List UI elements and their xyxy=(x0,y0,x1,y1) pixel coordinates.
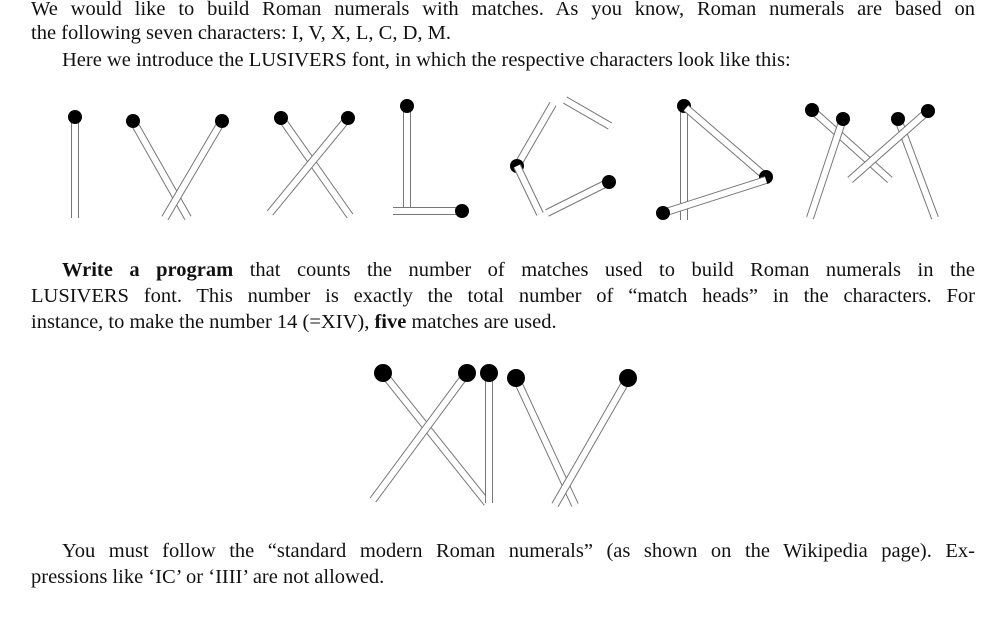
match-head-icon xyxy=(126,114,140,128)
match-C-0 xyxy=(510,101,557,173)
match-L-1 xyxy=(393,204,469,218)
task-text: that counts the number of matches used t… xyxy=(233,259,976,281)
match-C-2 xyxy=(513,164,544,216)
match-M-0 xyxy=(805,103,893,183)
example-match-0 xyxy=(374,364,491,506)
match-D-0 xyxy=(677,99,691,220)
match-M-1 xyxy=(806,112,850,220)
match-head-icon xyxy=(891,112,905,126)
example-match-2 xyxy=(480,364,498,503)
match-head-icon xyxy=(602,175,616,189)
match-X-0 xyxy=(274,111,354,219)
paragraph-task-line1: Write a program that counts the number o… xyxy=(31,258,975,282)
match-C-3 xyxy=(545,175,616,217)
paragraph-task-line3: instance, to make the number 14 (=XIV), … xyxy=(31,310,975,334)
example-match-1 xyxy=(369,364,476,503)
paragraph-rules-line1: You must follow the “standard modern Rom… xyxy=(62,540,975,562)
match-head-icon xyxy=(274,111,288,125)
match-head-icon xyxy=(480,364,498,382)
match-head-icon xyxy=(805,103,819,117)
match-head-icon xyxy=(656,206,670,220)
match-head-icon xyxy=(68,110,82,124)
paragraph-intro-line1: We would like to build Roman numerals wi… xyxy=(31,0,975,20)
paragraph-rules-line2: pressions like ‘IC’ or ‘IIII’ are not al… xyxy=(31,566,385,588)
match-head-icon xyxy=(400,99,414,113)
match-I-0 xyxy=(68,110,82,218)
match-head-icon xyxy=(921,104,935,118)
paragraph-intro-line2: the following seven characters: I, V, X,… xyxy=(31,22,451,44)
match-D-3 xyxy=(656,176,768,220)
paragraph-font-intro: Here we introduce the LUSIVERS font, in … xyxy=(62,49,791,71)
match-V-1 xyxy=(161,114,229,221)
match-head-icon xyxy=(455,204,469,218)
match-head-icon xyxy=(619,369,637,387)
match-head-icon xyxy=(341,111,355,125)
match-M-3 xyxy=(847,104,935,183)
match-D-1 xyxy=(683,104,769,181)
task-bold: Write a program xyxy=(62,259,234,281)
task-text: matches are used. xyxy=(406,311,557,333)
match-head-icon xyxy=(374,364,392,382)
match-head-icon xyxy=(507,369,525,387)
paragraph-task-line2: LUSIVERS font. This number is exactly th… xyxy=(31,285,975,307)
match-L-0 xyxy=(400,99,414,212)
example-match-4 xyxy=(551,369,637,507)
match-head-icon xyxy=(836,112,850,126)
match-C-1 xyxy=(562,96,613,130)
match-X-1 xyxy=(266,111,355,216)
task-text: instance, to make the number 14 (=XIV), xyxy=(31,311,375,333)
match-head-icon xyxy=(458,364,476,382)
five-bold: five xyxy=(374,311,407,333)
match-head-icon xyxy=(215,114,229,128)
